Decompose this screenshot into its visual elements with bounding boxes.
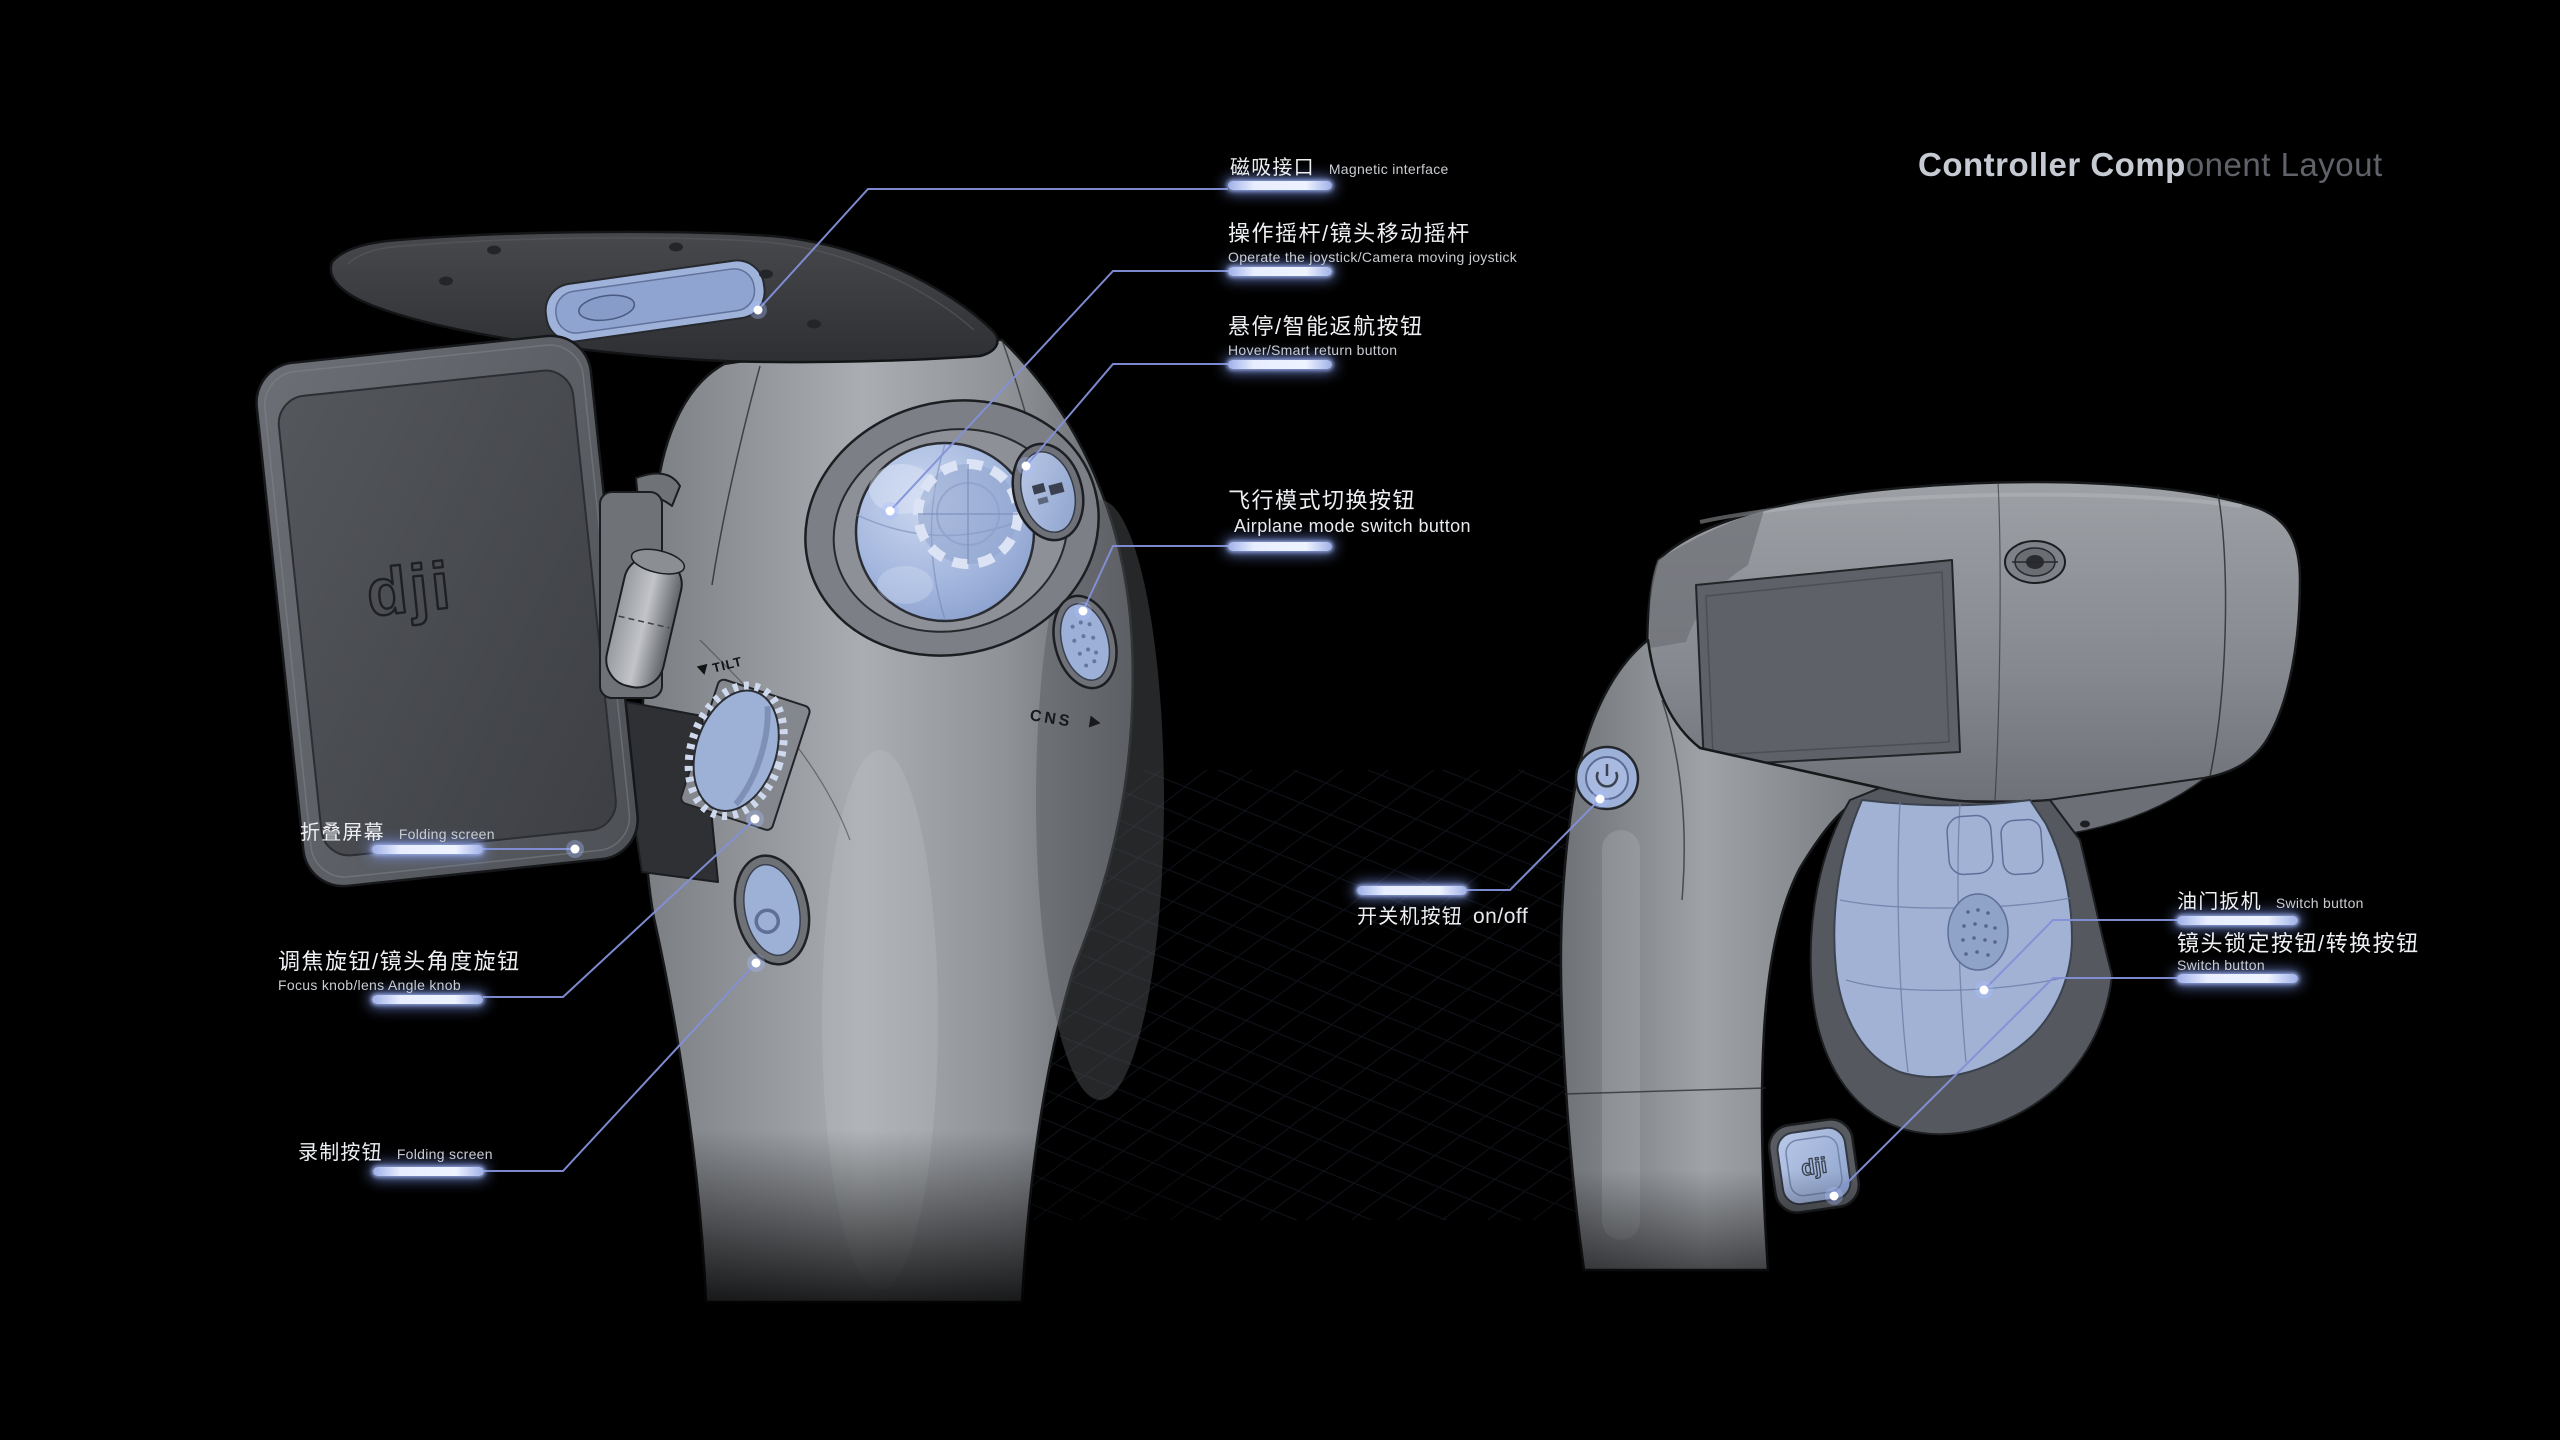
anchor-dot-power bbox=[1591, 790, 1609, 808]
svg-text:TILT: TILT bbox=[711, 654, 744, 676]
power-icon bbox=[1595, 764, 1619, 788]
svg-text:CNS: CNS bbox=[1029, 707, 1074, 730]
right-controller-illustration: dji bbox=[1520, 480, 2380, 1370]
callout-cn-label: 悬停/智能返航按钮 bbox=[1228, 314, 1424, 339]
callout-glow-bar bbox=[1357, 886, 1467, 895]
callout-cn-label: 镜头锁定按钮/转换按钮 bbox=[2177, 931, 2420, 956]
callout-en-label: Focus knob/lens Angle knob bbox=[278, 977, 461, 993]
anchor-dot-lenslock bbox=[1825, 1187, 1843, 1205]
callout-glow-bar bbox=[1228, 542, 1332, 551]
leader-line-joystick bbox=[889, 270, 1228, 512]
page-title: Controller Component Layout bbox=[1918, 146, 2383, 184]
leader-line-magnetic bbox=[757, 188, 1228, 311]
callout-cn-label: 开关机按钮 bbox=[1357, 906, 1463, 928]
callout-cn-label: 磁吸接口 bbox=[1230, 157, 1315, 179]
callout-glow-bar bbox=[372, 845, 483, 854]
callout-cn-label: 操作摇杆/镜头移动摇杆 bbox=[1228, 221, 1471, 246]
callout-glow-bar bbox=[1228, 181, 1332, 190]
head-screw bbox=[2004, 540, 2066, 584]
throttle-trigger bbox=[1833, 799, 2073, 1079]
leader-line-lenslock bbox=[1834, 977, 2177, 1196]
callout-hover-return: 悬停/智能返航按钮 Hover/Smart return button bbox=[1228, 313, 1424, 369]
callout-en-label: Folding screen bbox=[398, 826, 495, 842]
callout-en-label: Magnetic interface bbox=[1328, 161, 1449, 177]
leader-line-hover bbox=[1025, 363, 1228, 467]
head-panel bbox=[1695, 559, 1961, 767]
callout-en-label: Airplane mode switch button bbox=[1234, 516, 1471, 536]
title-rest: onent Layout bbox=[2185, 146, 2383, 183]
leader-line-focus bbox=[483, 819, 755, 998]
power-button bbox=[1574, 745, 1640, 811]
callout-cn-label: 折叠屏幕 bbox=[300, 822, 385, 844]
callout-cn-label: 飞行模式切换按钮 bbox=[1228, 488, 1417, 513]
focus-wheel bbox=[680, 678, 811, 831]
callout-cn-label: 调焦旋钮/镜头角度旋钮 bbox=[278, 949, 521, 974]
callout-record-button: 录制按钮 Folding screen bbox=[298, 1141, 493, 1176]
callout-folding-screen: 折叠屏幕 Folding screen bbox=[300, 821, 495, 854]
anchor-dot-record bbox=[747, 954, 765, 972]
callout-en-label: Switch button bbox=[2275, 895, 2364, 911]
airplane-mode-button bbox=[1052, 594, 1118, 690]
callout-glow-bar bbox=[373, 1167, 484, 1176]
callout-glow-bar bbox=[372, 995, 483, 1004]
callout-magnetic-interface: 磁吸接口 Magnetic interface bbox=[1228, 156, 1449, 190]
callout-en-label: Folding screen bbox=[396, 1146, 493, 1162]
anchor-dot-magnetic bbox=[749, 301, 767, 319]
callout-airplane-mode: 飞行模式切换按钮 Airplane mode switch button bbox=[1228, 487, 1471, 551]
anchor-dot-throttle bbox=[1975, 981, 1993, 999]
callout-en-label: Hover/Smart return button bbox=[1228, 342, 1398, 358]
callout-en-label: on/off bbox=[1473, 905, 1529, 928]
leader-line-airplane bbox=[1082, 545, 1228, 612]
tilt-marking: TILT bbox=[696, 654, 744, 676]
leader-lines bbox=[483, 188, 2177, 1196]
callout-en-label: Switch button bbox=[2177, 957, 2265, 973]
callout-glow-bar bbox=[2177, 974, 2298, 983]
anchor-dots bbox=[566, 301, 1993, 1205]
callout-cn-label: 录制按钮 bbox=[298, 1142, 383, 1164]
callout-glow-bar bbox=[1228, 360, 1332, 369]
anchor-dot-focus bbox=[746, 810, 764, 828]
callout-cn-label: 油门扳机 bbox=[2177, 891, 2262, 913]
anchor-dot-joystick bbox=[881, 502, 899, 520]
anchor-dot-hover bbox=[1017, 457, 1035, 475]
callout-throttle-trigger: 油门扳机 Switch button bbox=[2177, 890, 2364, 925]
callout-joystick: 操作摇杆/镜头移动摇杆 Operate the joystick/Camera … bbox=[1228, 220, 1517, 276]
callout-glow-bar bbox=[2177, 916, 2298, 925]
leader-line-record bbox=[484, 963, 756, 1172]
anchor-dot-airplane bbox=[1074, 602, 1092, 620]
leader-line-power bbox=[1467, 799, 1600, 891]
callout-focus-knob: 调焦旋钮/镜头角度旋钮 Focus knob/lens Angle knob bbox=[278, 948, 521, 1004]
top-screws bbox=[439, 242, 821, 329]
left-controller-illustration: CNS TILT dji bbox=[255, 230, 1200, 1360]
magnetic-interface-recess bbox=[544, 259, 766, 343]
screen-hinge bbox=[599, 472, 686, 699]
leader-line-throttle bbox=[1984, 919, 2177, 990]
folding-screen: dji bbox=[255, 334, 639, 888]
callout-lens-lock: 镜头锁定按钮/转换按钮 Switch button bbox=[2177, 931, 2420, 983]
record-button bbox=[733, 854, 811, 966]
title-highlight: Controller Comp bbox=[1918, 146, 2186, 183]
callout-glow-bar bbox=[1228, 267, 1332, 276]
callout-en-label: Operate the joystick/Camera moving joyst… bbox=[1228, 249, 1518, 265]
anchor-dot-folding bbox=[566, 840, 584, 858]
dji-logo-screen: dji bbox=[363, 548, 456, 631]
callout-power-button: 开关机按钮 on/off bbox=[1357, 886, 1528, 929]
cns-marking: CNS bbox=[1029, 707, 1101, 731]
